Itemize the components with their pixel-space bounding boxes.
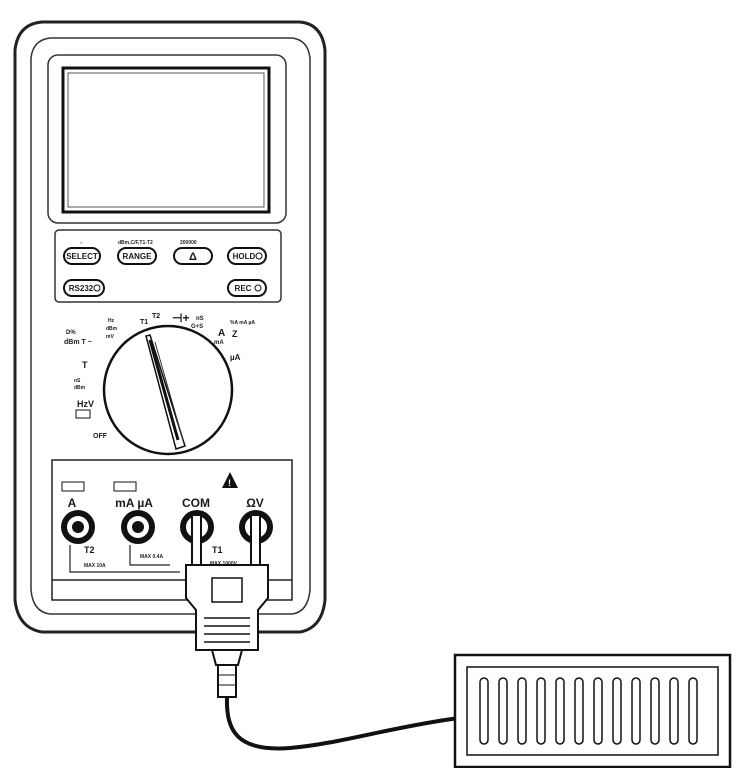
svg-text:mV: mV	[106, 334, 114, 340]
heat-sink-fin	[593, 677, 603, 745]
svg-text:nS: nS	[74, 378, 81, 384]
terminal-ma-ua-label: mA µA	[115, 496, 153, 510]
record-button-label: REC	[235, 284, 252, 293]
probe-t2-label: T2	[84, 545, 95, 555]
heat-sink	[453, 653, 732, 768]
svg-text:T: T	[82, 360, 88, 370]
rotary-dial[interactable]	[102, 324, 234, 456]
hold-button-label: HOLD	[233, 252, 256, 261]
svg-text:HzV: HzV	[77, 399, 94, 409]
svg-text:µA: µA	[230, 353, 241, 362]
terminal-a-label: A	[68, 496, 77, 510]
lcd-screen	[61, 66, 271, 214]
range-caption: dBm,C/F,T1-T2	[118, 240, 153, 246]
svg-text:D%: D%	[66, 330, 76, 336]
heat-sink-fin	[479, 677, 489, 745]
heat-sink-fin	[536, 677, 546, 745]
svg-text:nS: nS	[196, 316, 204, 322]
terminal-ohm-v-label: ΩV	[246, 496, 264, 510]
fuse-note-middle: MAX 0.4A	[140, 554, 163, 560]
temperature-probe-plug	[185, 514, 269, 698]
hold-button[interactable]: HOLD	[227, 247, 267, 265]
svg-text:A: A	[218, 328, 225, 339]
svg-text:mA: mA	[214, 340, 224, 346]
svg-text:%A mA µA: %A mA µA	[230, 320, 255, 326]
range-button-label: RANGE	[123, 252, 153, 261]
heat-sink-fin	[498, 677, 508, 745]
svg-text:G+S: G+S	[191, 324, 203, 330]
svg-text:dBm: dBm	[74, 385, 86, 391]
select-button[interactable]: SELECT	[63, 247, 101, 265]
heat-sink-fin	[688, 677, 698, 745]
dial-off-label: OFF	[93, 433, 108, 440]
delta-caption: 200000	[180, 240, 197, 246]
jack-a[interactable]	[61, 510, 95, 544]
svg-text:!: !	[228, 478, 231, 488]
record-button[interactable]: REC	[227, 279, 267, 297]
svg-text:dBm T ~: dBm T ~	[64, 339, 92, 346]
heat-sink-fin	[574, 677, 584, 745]
svg-text:⊣+: ⊣+	[172, 311, 189, 325]
jack-ma-ua[interactable]	[121, 510, 155, 544]
heat-sink-fin	[650, 677, 660, 745]
select-button-label: SELECT	[66, 252, 98, 261]
svg-text:T1: T1	[140, 319, 148, 326]
button-panel	[54, 229, 282, 303]
rs232-button-label: RS232	[69, 284, 94, 293]
warning-icon: !	[222, 472, 238, 488]
delta-button-label: Δ	[189, 251, 197, 263]
heat-sink-fin	[631, 677, 641, 745]
heat-sink-fin	[612, 677, 622, 745]
heat-sink-fin	[555, 677, 565, 745]
terminal-com-label: COM	[182, 496, 210, 510]
fuse-note-left: MAX 10A	[84, 563, 106, 569]
svg-text:T2: T2	[152, 313, 160, 320]
svg-text:dBm: dBm	[106, 326, 118, 332]
dial-function-markings: T1 T2 ⊣+ nS G+S A mA Z %A mA µA µA Hz dB…	[64, 311, 255, 419]
heat-sink-fin	[517, 677, 527, 745]
select-caption: ☼	[79, 240, 84, 246]
heat-sink-fin	[669, 677, 679, 745]
range-button[interactable]: RANGE	[117, 247, 157, 265]
rs232-button[interactable]: RS232	[63, 279, 105, 297]
probe-t1-label: T1	[212, 545, 223, 555]
svg-text:Z: Z	[232, 329, 238, 339]
delta-button[interactable]: Δ	[173, 247, 213, 265]
svg-text:Hz: Hz	[108, 318, 115, 324]
